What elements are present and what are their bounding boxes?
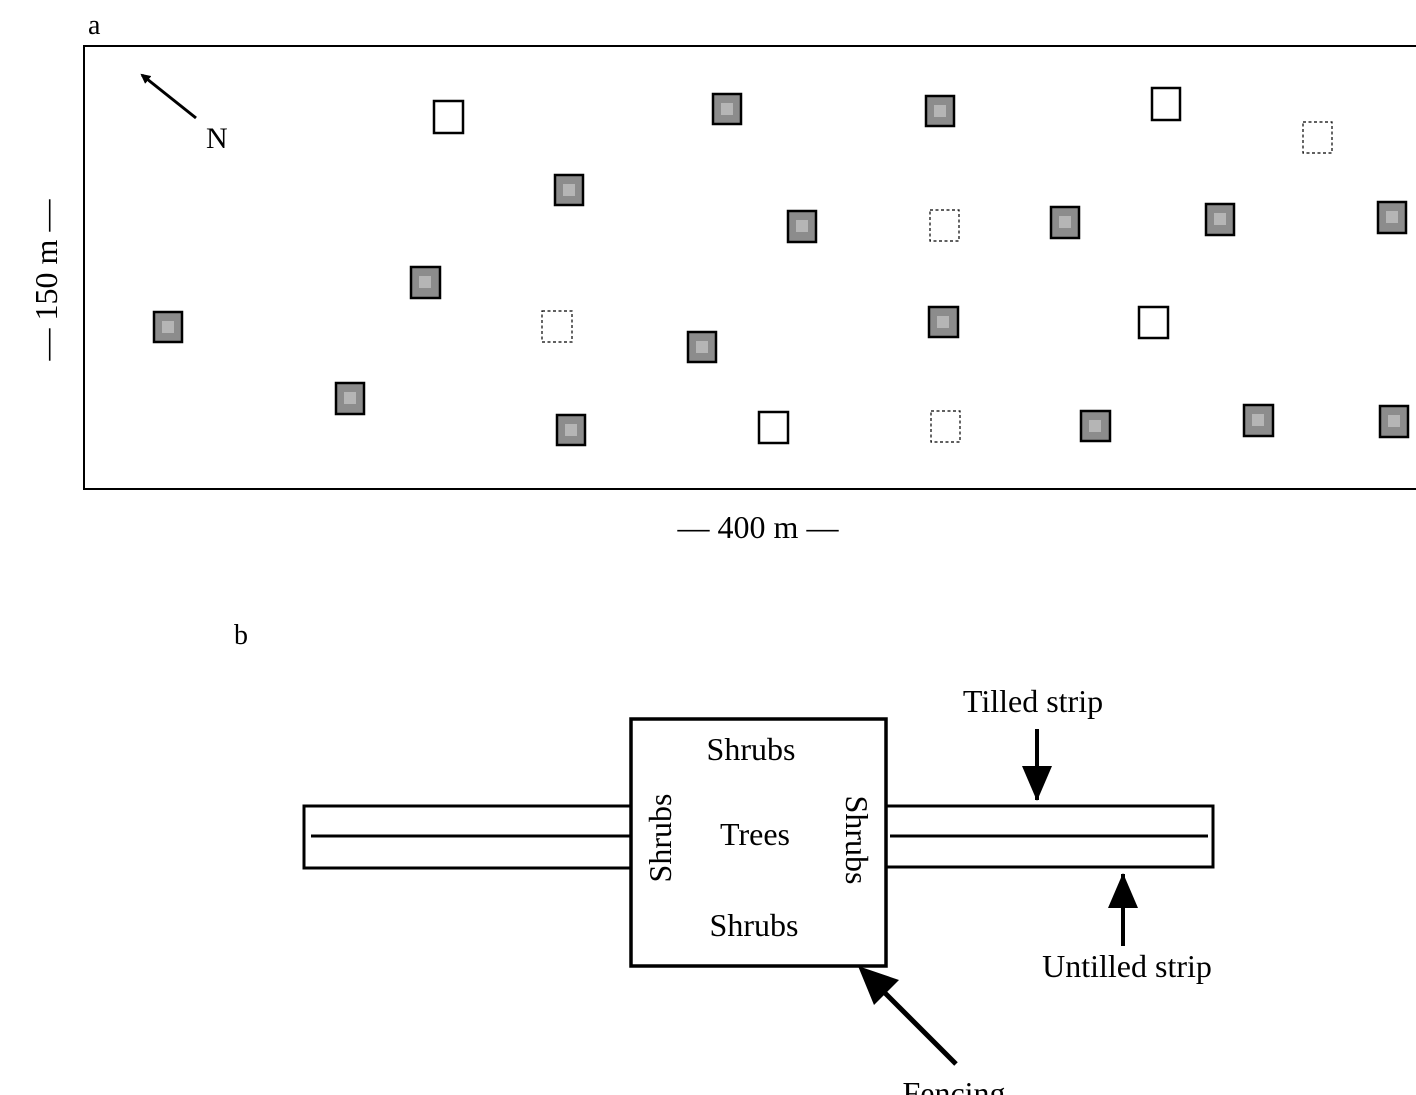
plot-filled xyxy=(686,330,718,364)
plot-filled xyxy=(553,173,585,207)
plot-filled xyxy=(1079,409,1112,443)
plot-open xyxy=(432,99,465,135)
field-boundary xyxy=(83,45,1416,490)
height-scale-label: — 150 m — xyxy=(28,199,64,362)
trees-label: Trees xyxy=(720,816,790,852)
plot-dotted xyxy=(929,209,960,242)
plot-dotted xyxy=(930,410,961,443)
tilled-strip-label: Tilled strip xyxy=(963,683,1103,719)
plot-filled xyxy=(334,381,366,416)
plot-filled xyxy=(409,265,442,300)
plot-open xyxy=(1150,86,1182,122)
shrubs-top-label: Shrubs xyxy=(707,731,796,767)
fencing-arrow-icon xyxy=(876,984,958,1066)
width-scale-label: — 400 m — xyxy=(677,509,840,545)
plot-filled xyxy=(927,305,960,339)
north-label: N xyxy=(206,122,228,155)
shrubs-left-label: Shrubs xyxy=(642,794,678,883)
plot-filled xyxy=(1378,404,1410,439)
plot-filled xyxy=(711,92,743,126)
fencing-arrowhead-icon xyxy=(858,966,899,1005)
plot-filled xyxy=(1376,200,1408,235)
plots-group xyxy=(152,86,1410,447)
plot-open xyxy=(1137,305,1170,340)
shrubs-bottom-label: Shrubs xyxy=(710,907,799,943)
untilled-arrowhead-icon xyxy=(1108,873,1138,908)
plot-dotted xyxy=(541,310,573,343)
north-arrow-icon xyxy=(140,73,197,120)
fenced-enclosure xyxy=(629,717,888,968)
panel-b: b Shrubs Trees Shrubs Shrubs Shrubs Till… xyxy=(234,620,1215,1095)
plot-filled xyxy=(786,209,818,244)
plot-filled xyxy=(152,310,184,344)
plot-filled xyxy=(924,94,956,128)
plot-open xyxy=(757,410,790,445)
untilled-strip-label: Untilled strip xyxy=(1042,948,1212,984)
right-strip xyxy=(883,804,1215,869)
left-strip xyxy=(302,804,634,870)
panel-b-letter: b xyxy=(234,620,248,651)
panel-a-letter: a xyxy=(88,10,101,41)
tilled-arrowhead-icon xyxy=(1022,766,1052,801)
fencing-label: Fencing xyxy=(902,1075,1005,1095)
plot-filled xyxy=(1242,403,1275,438)
plot-dotted xyxy=(1302,121,1333,154)
shrubs-right-label: Shrubs xyxy=(839,796,875,885)
panel-a: a N — 150 m — — 400 m — xyxy=(28,10,1416,545)
plot-filled xyxy=(1049,205,1081,240)
plot-filled xyxy=(555,413,587,447)
north-arrow: N xyxy=(140,73,228,155)
plot-filled xyxy=(1204,202,1236,237)
